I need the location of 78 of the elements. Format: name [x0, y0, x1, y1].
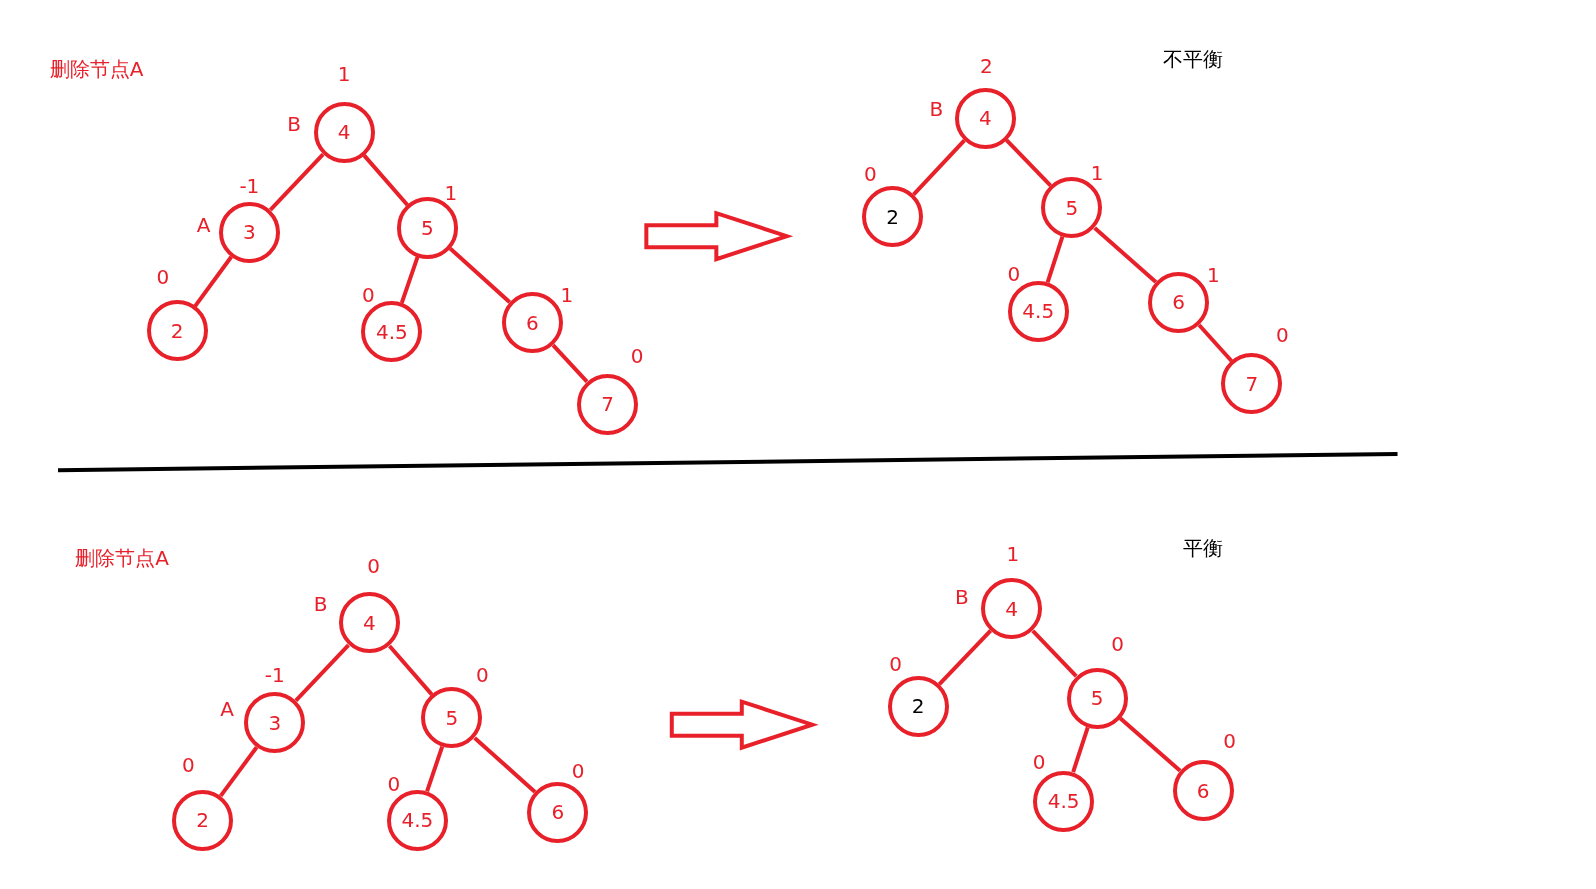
node-value: 5: [445, 705, 459, 730]
balance-factor: 1: [560, 285, 574, 306]
connector-line: [294, 643, 350, 702]
connector-line: [399, 256, 420, 304]
node-value: 4: [978, 106, 992, 131]
node-letter: B: [955, 587, 969, 608]
balance-factor: 0: [1032, 752, 1046, 773]
node-value: 2: [170, 318, 184, 343]
connector-line: [1071, 726, 1090, 773]
connector-line: [1093, 226, 1158, 284]
balance-factor: 0: [476, 664, 489, 685]
connector-line: [219, 746, 259, 798]
balance-factor: 1: [444, 183, 458, 204]
node-value: 4.5: [1022, 299, 1055, 324]
node-letter: A: [220, 699, 234, 720]
balance-factor: 1: [1006, 543, 1020, 564]
node-value: 3: [268, 710, 282, 735]
connector-line: [1197, 323, 1234, 363]
status-text: 不平衡: [1162, 49, 1223, 70]
node-value: 4.5: [401, 808, 434, 833]
node-letter: B: [313, 593, 328, 614]
balance-factor: 0: [387, 773, 401, 794]
balance-factor: 0: [362, 285, 375, 306]
balance-factor: -1: [239, 176, 260, 197]
node-value: 2: [911, 694, 925, 719]
balance-factor: 0: [630, 346, 644, 367]
node-value: 3: [243, 220, 256, 245]
connector-line: [448, 246, 511, 304]
node-value: 6: [551, 800, 565, 825]
connector-line: [1005, 138, 1053, 188]
node-letter: B: [929, 98, 944, 119]
balance-factor: -1: [264, 664, 285, 685]
balance-factor: 1: [1090, 163, 1104, 184]
connector-line: [551, 343, 589, 384]
status-text: 平衡: [1183, 537, 1224, 558]
balance-factor: 0: [367, 555, 380, 576]
balance-factor: 0: [889, 653, 903, 674]
node-value: 4.5: [1047, 789, 1080, 814]
node-value: 5: [421, 216, 434, 240]
balance-factor: 1: [337, 64, 351, 85]
connector-line: [268, 153, 325, 212]
balance-factor: 0: [181, 755, 195, 776]
node-value: 7: [1245, 371, 1259, 396]
node-value: 5: [1065, 195, 1079, 220]
balance-factor: 0: [156, 266, 170, 287]
node-value: 6: [1172, 290, 1186, 315]
balance-factor: 0: [1276, 324, 1289, 345]
connector-line: [1118, 716, 1182, 773]
node-value: 4.5: [375, 319, 408, 344]
node-value: 6: [1196, 778, 1210, 803]
connector-line: [912, 138, 966, 196]
node-letter: B: [287, 114, 302, 135]
balance-factor: 1: [1206, 264, 1220, 285]
connector-line: [1045, 236, 1065, 284]
connector-line: [388, 644, 434, 696]
node-value: 6: [525, 310, 539, 335]
balance-factor: 2: [979, 56, 993, 77]
balance-factor: 0: [1223, 731, 1236, 751]
node-value: 4: [363, 610, 376, 635]
node-value: 7: [601, 392, 614, 417]
connector-line: [425, 745, 445, 793]
balance-factor: 0: [1111, 634, 1124, 655]
connector-line: [193, 255, 233, 308]
connector-line: [1031, 629, 1078, 678]
node-value: 2: [886, 204, 899, 229]
node-value: 4: [337, 120, 351, 145]
node-letter: A: [196, 214, 211, 235]
balance-factor: 0: [1007, 263, 1021, 284]
heading-text: 删除节点A: [75, 547, 169, 568]
connector-line: [362, 154, 409, 207]
balance-factor: 0: [863, 164, 877, 185]
heading-text: 删除节点A: [49, 59, 144, 80]
connector-line: [473, 736, 537, 794]
connector-line: [937, 629, 993, 686]
node-value: 2: [196, 808, 209, 833]
balance-factor: 0: [571, 760, 585, 781]
node-value: 4: [1005, 596, 1019, 621]
node-value: 5: [1090, 686, 1104, 711]
